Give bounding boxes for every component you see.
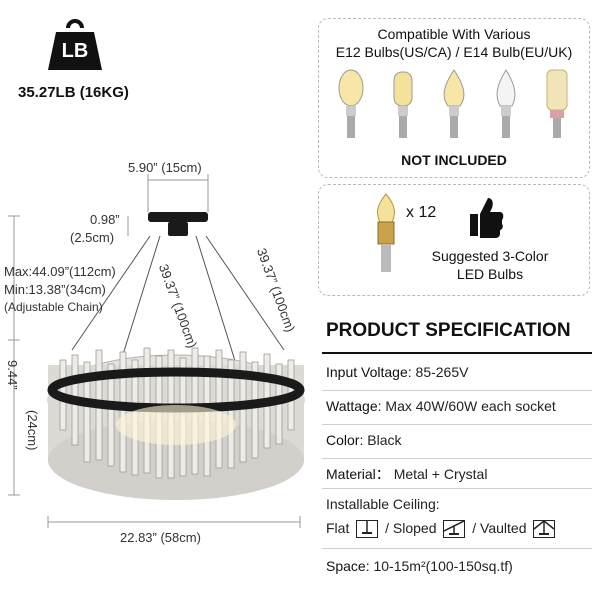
bulb-row <box>336 66 572 142</box>
chain-note-label: (Adjustable Chain) <box>4 300 103 314</box>
spec-divider <box>322 352 592 354</box>
spec-wattage: Wattage: Max 40W/60W each socket <box>326 398 556 414</box>
chain-min-label: Min:13.38”(34cm) <box>4 282 106 297</box>
spec-color-label: Color: <box>326 432 364 448</box>
spec-material-label: Material： <box>326 466 390 482</box>
sloped-ceiling-icon <box>443 520 466 539</box>
bulb-icon <box>443 69 465 138</box>
canopy <box>148 212 208 222</box>
bulb-compat-box <box>318 18 590 178</box>
bulb-icon <box>338 69 364 138</box>
weight-icon: LB <box>46 16 104 72</box>
bulb-quantity: x 12 <box>406 204 437 221</box>
canopy-height-in-label: 0.98” <box>90 212 120 227</box>
chandelier-illustration <box>8 174 305 528</box>
spec-space: Space: 10-15m²(100-150sq.tf) <box>326 558 513 574</box>
height-cm-label: (24cm) <box>25 410 40 451</box>
suggested-bulbs-box <box>318 184 590 296</box>
spec-ceiling-label: Installable Ceiling: <box>326 496 440 512</box>
spec-color: Color: Black <box>326 432 401 448</box>
spec-space-label: Space: <box>326 558 370 574</box>
spec-input-voltage: Input Voltage: 85-265V <box>326 364 468 380</box>
canopy-width-label: 5.90” (15cm) <box>128 160 202 175</box>
spec-material: Material： Metal + Crystal <box>326 464 487 484</box>
diameter-label: 22.83” (58cm) <box>120 530 201 545</box>
spec-space-value: 10-15m²(100-150sq.tf) <box>373 558 513 574</box>
spec-wattage-label: Wattage: <box>326 398 382 414</box>
spec-divider <box>322 390 592 391</box>
vaulted-ceiling-icon <box>533 520 556 539</box>
spec-input-voltage-label: Input Voltage: <box>326 364 412 380</box>
crystal-body <box>47 347 305 500</box>
spec-divider <box>322 548 592 549</box>
led-bulb-icon <box>377 193 395 272</box>
spec-wattage-value: Max 40W/60W each socket <box>385 398 556 414</box>
spec-material-value: Metal + Crystal <box>393 466 488 482</box>
compat-title-2: E12 Bulbs(US/CA) / E14 Bulb(EU/UK) <box>335 44 573 60</box>
ceiling-sloped-label: / Sloped <box>385 520 437 536</box>
weight-value: 35.27LB (16KG) <box>18 84 129 101</box>
spec-input-voltage-value: 85-265V <box>415 364 469 380</box>
bulb-icon <box>393 71 412 138</box>
bulb-icon <box>496 69 515 138</box>
ceiling-flat-label: Flat <box>326 520 350 536</box>
ceiling-vaulted-label: / Vaulted <box>472 520 527 536</box>
spec-ceiling-types: Flat / Sloped / Vaulted <box>326 520 558 539</box>
canopy-height-cm-label: (2.5cm) <box>70 230 115 245</box>
spec-color-value: Black <box>367 432 402 448</box>
thumbs-up-icon <box>470 198 504 238</box>
suggested-line-2: LED Bulbs <box>456 266 524 282</box>
spec-heading: PRODUCT SPECIFICATION <box>326 320 571 341</box>
spec-divider <box>322 488 592 489</box>
spec-divider <box>322 424 592 425</box>
not-included-label: NOT INCLUDED <box>401 152 507 168</box>
height-in-label: 9.44” <box>5 360 20 390</box>
spec-divider <box>322 458 592 459</box>
bulb-icon <box>546 69 568 138</box>
chain-max-label: Max:44.09”(112cm) <box>4 264 116 279</box>
weight-badge-text: LB <box>61 40 89 62</box>
compat-title-1: Compatible With Various <box>377 26 531 42</box>
flat-ceiling-icon <box>356 520 379 539</box>
suggested-line-1: Suggested 3-Color <box>431 248 549 264</box>
